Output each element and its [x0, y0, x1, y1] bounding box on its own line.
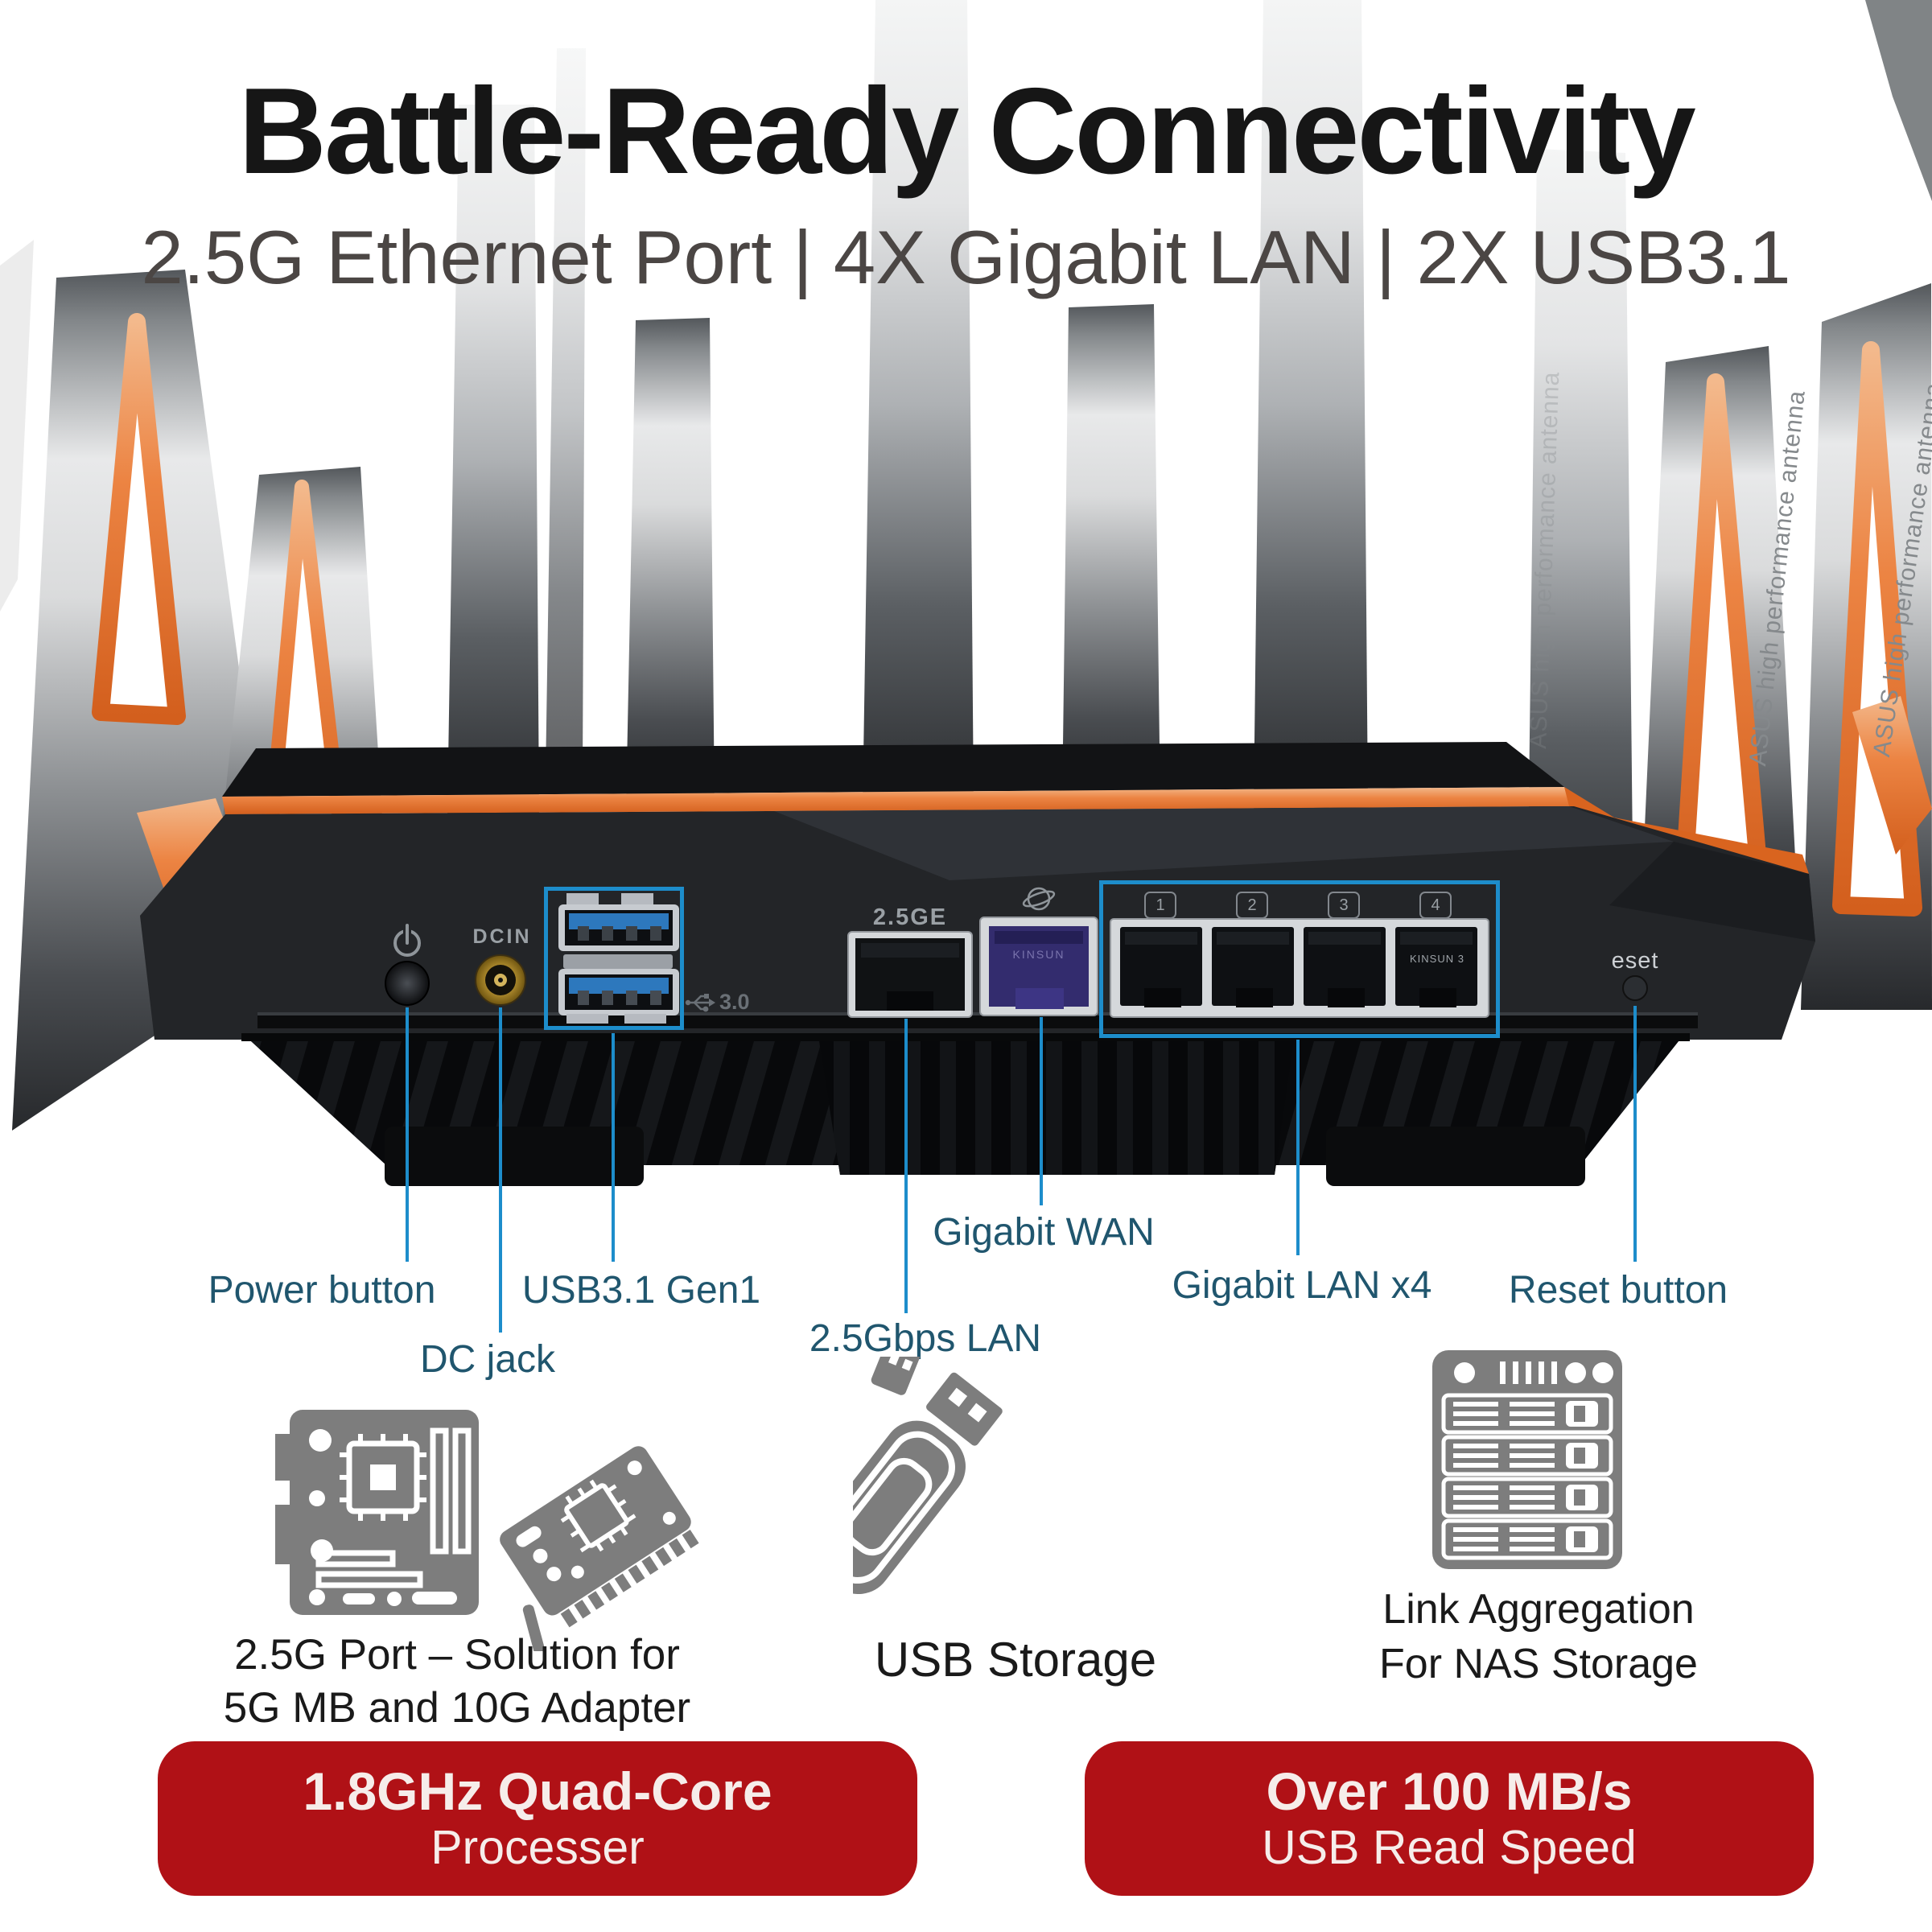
router-chassis: [140, 742, 1815, 1186]
nas-caption-line2: For NAS Storage: [1379, 1641, 1698, 1687]
usb-speed-banner: Over 100 MB/s USB Read Speed: [1085, 1741, 1814, 1896]
usb-trident-icon: [685, 993, 715, 1011]
motherboard-and-adapter-icon: [266, 1402, 716, 1677]
leader-line-power: [406, 1007, 409, 1262]
wan-insert-text: KINSUN: [1012, 948, 1065, 961]
lan-port-number-4: 4: [1419, 892, 1452, 919]
usb-ports: [558, 893, 679, 1024]
lan-port-number-2: 2: [1236, 892, 1268, 919]
lan-ports: [1110, 918, 1489, 1018]
leader-line-dc: [499, 1007, 502, 1333]
callout-usb31-gen1: USB3.1 Gen1: [521, 1269, 761, 1312]
rear-ports: [385, 887, 1648, 1024]
antenna-mid-left: [447, 105, 539, 814]
reset-printed-label: eset: [1611, 948, 1659, 974]
leader-line-reset: [1633, 1006, 1637, 1262]
usb3-logo-text: 3.0: [719, 990, 750, 1014]
antenna-orange-accent: [92, 313, 186, 725]
callout-reset-button: Reset button: [1508, 1269, 1728, 1312]
cpu-banner-line1: 1.8GHz Quad-Core: [303, 1761, 772, 1822]
leader-line-lan: [1296, 1040, 1300, 1255]
power-icon: [393, 924, 421, 957]
cpu-banner: 1.8GHz Quad-Core Processer: [158, 1741, 917, 1896]
callout-power-button: Power button: [208, 1269, 436, 1312]
callout-2-5gbps-lan: 2.5Gbps LAN: [809, 1317, 1042, 1360]
nas-server-icon: [1426, 1345, 1635, 1591]
power-button: [385, 961, 430, 1006]
antenna-mid-right: [1254, 0, 1368, 809]
callout-gigabit-lan-x4: Gigabit LAN x4: [1172, 1264, 1432, 1307]
usb-speed-banner-line1: Over 100 MB/s: [1266, 1761, 1633, 1822]
lan4-insert-text: KINSUN 3: [1410, 953, 1464, 965]
leader-line-wan: [1040, 1017, 1043, 1205]
leader-line-usb: [612, 1033, 615, 1262]
foot-right: [1326, 1127, 1585, 1186]
page-title: Battle-Ready Connectivity: [238, 63, 1696, 200]
dcin-label: DCIN: [472, 925, 532, 948]
lan-port-number-3: 3: [1328, 892, 1360, 919]
dc-jack: [475, 954, 526, 1006]
motherboard-icon: [275, 1410, 479, 1615]
multigig-caption-line1: 2.5G Port – Solution for: [234, 1631, 680, 1679]
nas-caption-line1: Link Aggregation: [1382, 1586, 1695, 1633]
globe-icon: [1022, 887, 1056, 911]
multigig-ethernet-port: [847, 931, 973, 1018]
multigig-port-label: 2.5GE: [872, 904, 948, 930]
lan-highlight-box: [1099, 880, 1500, 1038]
usb-highlight-box: [544, 887, 684, 1030]
usb-storage-caption: USB Storage: [874, 1633, 1157, 1687]
usb3-logo: 3.0: [684, 990, 750, 1015]
lan-port-number-1: 1: [1144, 892, 1176, 919]
foot-left: [385, 1127, 644, 1186]
wan-port: [979, 917, 1098, 1016]
multigig-caption-line2: 5G MB and 10G Adapter: [223, 1684, 691, 1732]
usb-flash-drive-icon: [809, 1339, 1175, 1626]
reset-button: [1622, 975, 1648, 1001]
page-subtitle: 2.5G Ethernet Port | 4X Gigabit LAN | 2X…: [141, 215, 1791, 299]
usb-speed-banner-line2: USB Read Speed: [1262, 1820, 1637, 1874]
antenna-center: [863, 0, 974, 809]
callout-dc-jack: DC jack: [419, 1338, 556, 1381]
callout-gigabit-wan: Gigabit WAN: [933, 1211, 1155, 1254]
leader-line-2-5g-lan: [904, 1019, 908, 1313]
orange-stripe: [222, 787, 1574, 814]
network-adapter-card-icon: [500, 1446, 699, 1677]
cpu-banner-line2: Processer: [430, 1820, 645, 1874]
